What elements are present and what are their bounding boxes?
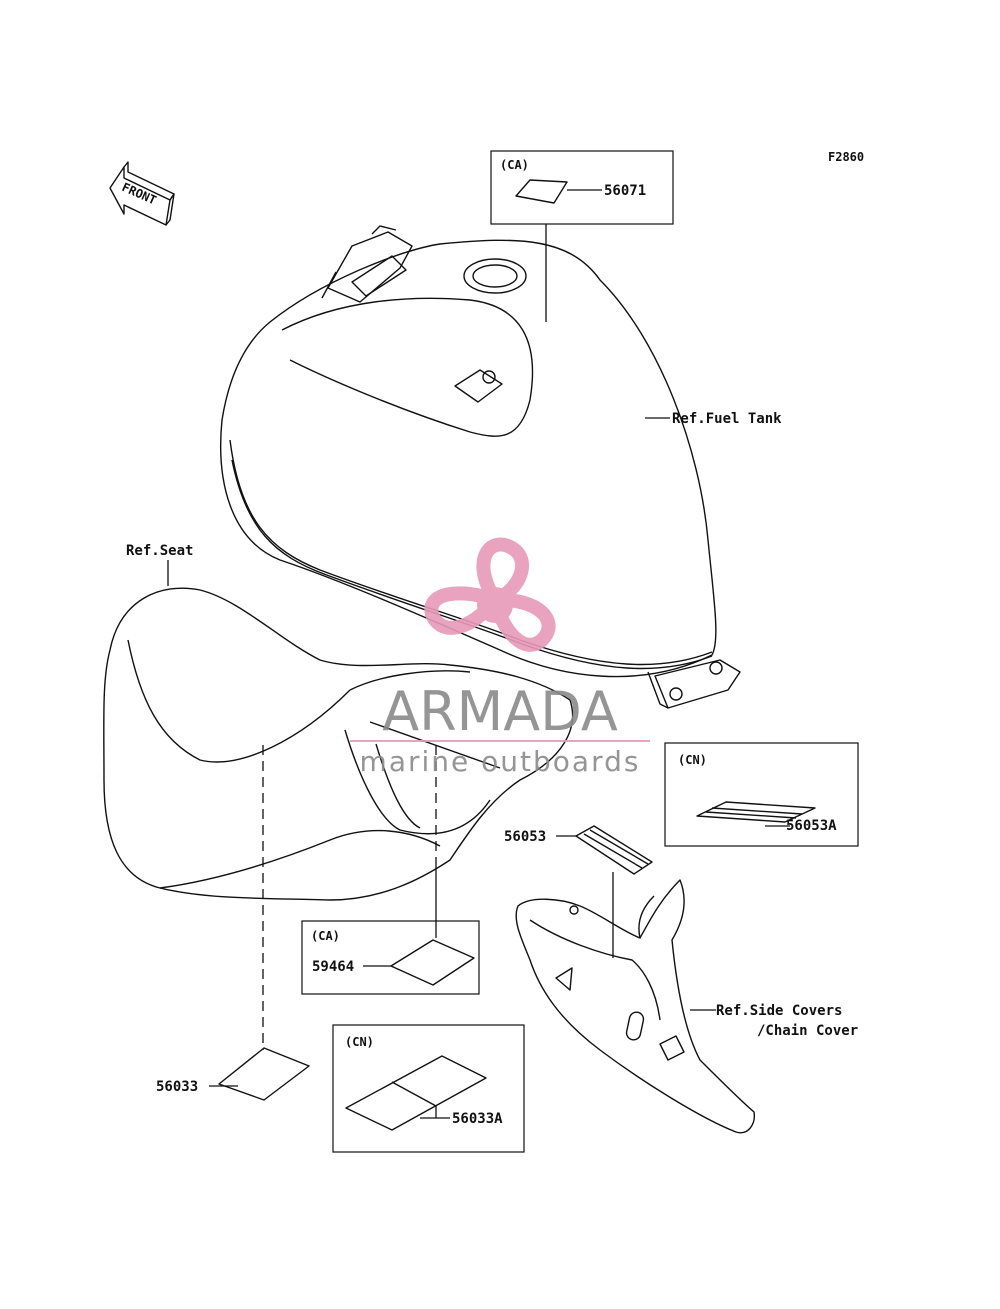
watermark-brand: ARMADA xyxy=(382,680,618,743)
watermark-tagline: marine outboards xyxy=(360,745,641,778)
box-ca-top-region: (CA) xyxy=(500,158,529,172)
part-56053a: 56053A xyxy=(786,818,837,834)
box-cn-right-region: (CN) xyxy=(678,753,707,767)
decal-56033-shape xyxy=(218,1047,310,1101)
part-56071: 56071 xyxy=(604,183,646,199)
figure-code: F2860 xyxy=(828,150,864,164)
decal-56033a-shape xyxy=(345,1055,487,1131)
decal-59464-shape xyxy=(390,939,475,986)
side-cover-drawing xyxy=(515,879,755,1134)
decal-56053-shape xyxy=(575,825,653,875)
callout-ref-side-covers: Ref.Side Covers xyxy=(716,1003,842,1019)
part-56053: 56053 xyxy=(504,829,546,845)
decal-56053a-shape xyxy=(696,801,816,823)
callout-chain-cover: /Chain Cover xyxy=(757,1023,858,1039)
box-ca-mid: (CA) 59464 xyxy=(301,920,480,995)
seat-drawing xyxy=(103,587,574,901)
fuel-tank-drawing xyxy=(219,225,741,709)
propeller-logo-icon xyxy=(424,537,556,652)
box-cn-bottom-region: (CN) xyxy=(345,1035,374,1049)
box-cn-bottom: (CN) 56033A xyxy=(332,1024,525,1153)
box-ca-top: (CA) 56071 xyxy=(490,150,674,225)
decal-56071-shape xyxy=(515,179,568,204)
watermark: ARMADA marine outboards xyxy=(350,537,650,778)
part-56033a: 56033A xyxy=(452,1111,503,1127)
part-56033: 56033 xyxy=(156,1079,198,1095)
front-arrow-icon: FRONT xyxy=(109,161,175,226)
callout-ref-seat: Ref.Seat xyxy=(126,543,193,559)
box-ca-mid-region: (CA) xyxy=(311,929,340,943)
part-59464: 59464 xyxy=(312,959,354,975)
callout-ref-fuel-tank: Ref.Fuel Tank xyxy=(672,411,782,427)
box-cn-right: (CN) 56053A xyxy=(664,742,859,847)
